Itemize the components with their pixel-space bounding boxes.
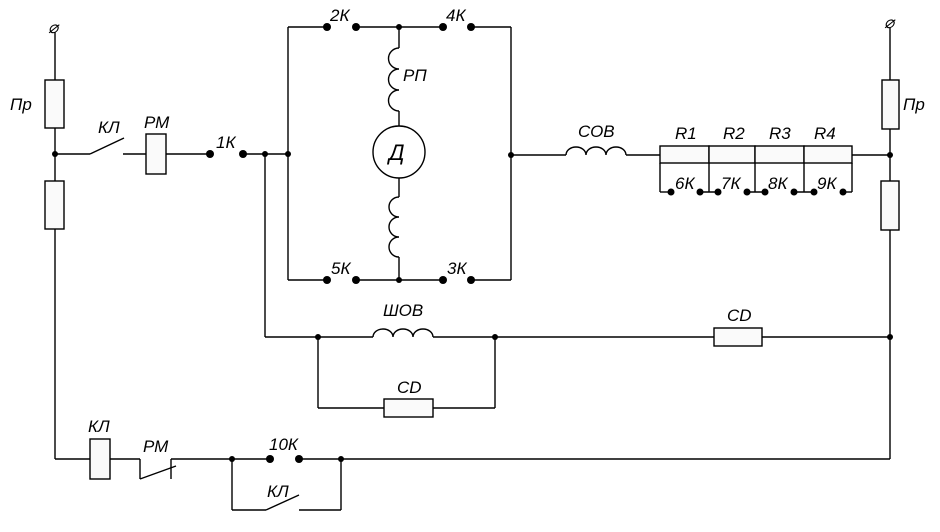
control-circuit bbox=[55, 438, 890, 511]
terminal-right-label: ⌀ bbox=[884, 13, 896, 32]
fuse-right-bottom bbox=[880, 180, 900, 231]
contact-3k-left bbox=[439, 276, 447, 284]
contact-8k-label: 8К bbox=[768, 174, 788, 193]
coil-rp bbox=[387, 47, 400, 112]
contact-kl-top bbox=[89, 137, 125, 155]
coil-rp-label: РП bbox=[403, 66, 427, 85]
resistor-r1-label: R1 bbox=[675, 124, 697, 143]
coil-kl-bottom-label: КЛ bbox=[88, 417, 110, 436]
contact-6k-label: 6К bbox=[675, 174, 695, 193]
fuse-right-top bbox=[881, 79, 900, 130]
shunt-winding-branch bbox=[264, 154, 890, 418]
contact-5k-label: 5К bbox=[331, 259, 351, 278]
contact-10k-left bbox=[266, 455, 274, 463]
contact-4k-left bbox=[439, 23, 447, 31]
contact-2k-left bbox=[323, 23, 331, 31]
resistor-r3-label: R3 bbox=[769, 124, 791, 143]
winding-sov-label: СОВ bbox=[578, 122, 615, 141]
contact-6k-left bbox=[667, 188, 675, 196]
contact-1k-label: 1К bbox=[216, 133, 236, 152]
contact-7k-label: 7К bbox=[721, 174, 741, 193]
relay-rm-top-label: РМ bbox=[144, 113, 170, 132]
series-winding-resistors bbox=[511, 145, 890, 196]
winding-shov bbox=[372, 328, 434, 338]
contact-kl-bottom bbox=[265, 494, 300, 511]
right-supply-rail bbox=[880, 28, 900, 459]
terminal-left-label: ⌀ bbox=[48, 18, 60, 37]
resistor-r1 bbox=[659, 145, 710, 164]
contact-2k-label: 2К bbox=[329, 6, 350, 25]
left-supply-rail bbox=[44, 32, 65, 459]
contact-7k-left bbox=[714, 188, 722, 196]
contact-1k-left bbox=[206, 150, 214, 158]
contact-10k-label: 10К bbox=[269, 435, 299, 454]
motor-label: Д bbox=[386, 140, 405, 165]
winding-shov-label: ШОВ bbox=[383, 301, 423, 320]
reversing-bridge bbox=[287, 23, 514, 284]
resistor-cd-right-label: CD bbox=[727, 306, 752, 325]
resistor-r3 bbox=[754, 145, 805, 164]
resistor-r2 bbox=[708, 145, 756, 164]
fuse-left-top bbox=[44, 79, 65, 129]
resistor-r2-label: R2 bbox=[723, 124, 745, 143]
coil-motor-field bbox=[388, 196, 400, 258]
junction-dot bbox=[887, 152, 893, 158]
contact-kl-bottom-label: КЛ bbox=[267, 482, 289, 501]
contact-5k-left bbox=[323, 276, 331, 284]
contact-8k-left bbox=[761, 188, 769, 196]
contact-kl-top-label: КЛ bbox=[98, 118, 120, 137]
resistor-cd-bottom-label: CD bbox=[397, 378, 422, 397]
fuse-left-bottom bbox=[44, 180, 65, 230]
contact-rm-bottom bbox=[139, 465, 177, 480]
contact-rm-bottom-label: РМ bbox=[143, 437, 169, 456]
resistor-cd-bottom bbox=[383, 398, 434, 418]
relay-rm-top bbox=[145, 133, 167, 175]
coil-kl-bottom bbox=[89, 438, 111, 480]
contact-9k-label: 9К bbox=[817, 174, 837, 193]
resistor-r4 bbox=[803, 145, 853, 164]
top-left-branch bbox=[55, 133, 291, 175]
fuse-left-label: Пр bbox=[10, 95, 32, 114]
fuse-right-label: Пр bbox=[903, 95, 925, 114]
contact-3k-label: 3К bbox=[447, 259, 467, 278]
contact-9k-left bbox=[810, 188, 818, 196]
resistor-cd-right bbox=[713, 327, 763, 347]
resistor-r4-label: R4 bbox=[814, 124, 836, 143]
contact-4k-label: 4К bbox=[446, 6, 466, 25]
winding-sov bbox=[565, 146, 627, 156]
